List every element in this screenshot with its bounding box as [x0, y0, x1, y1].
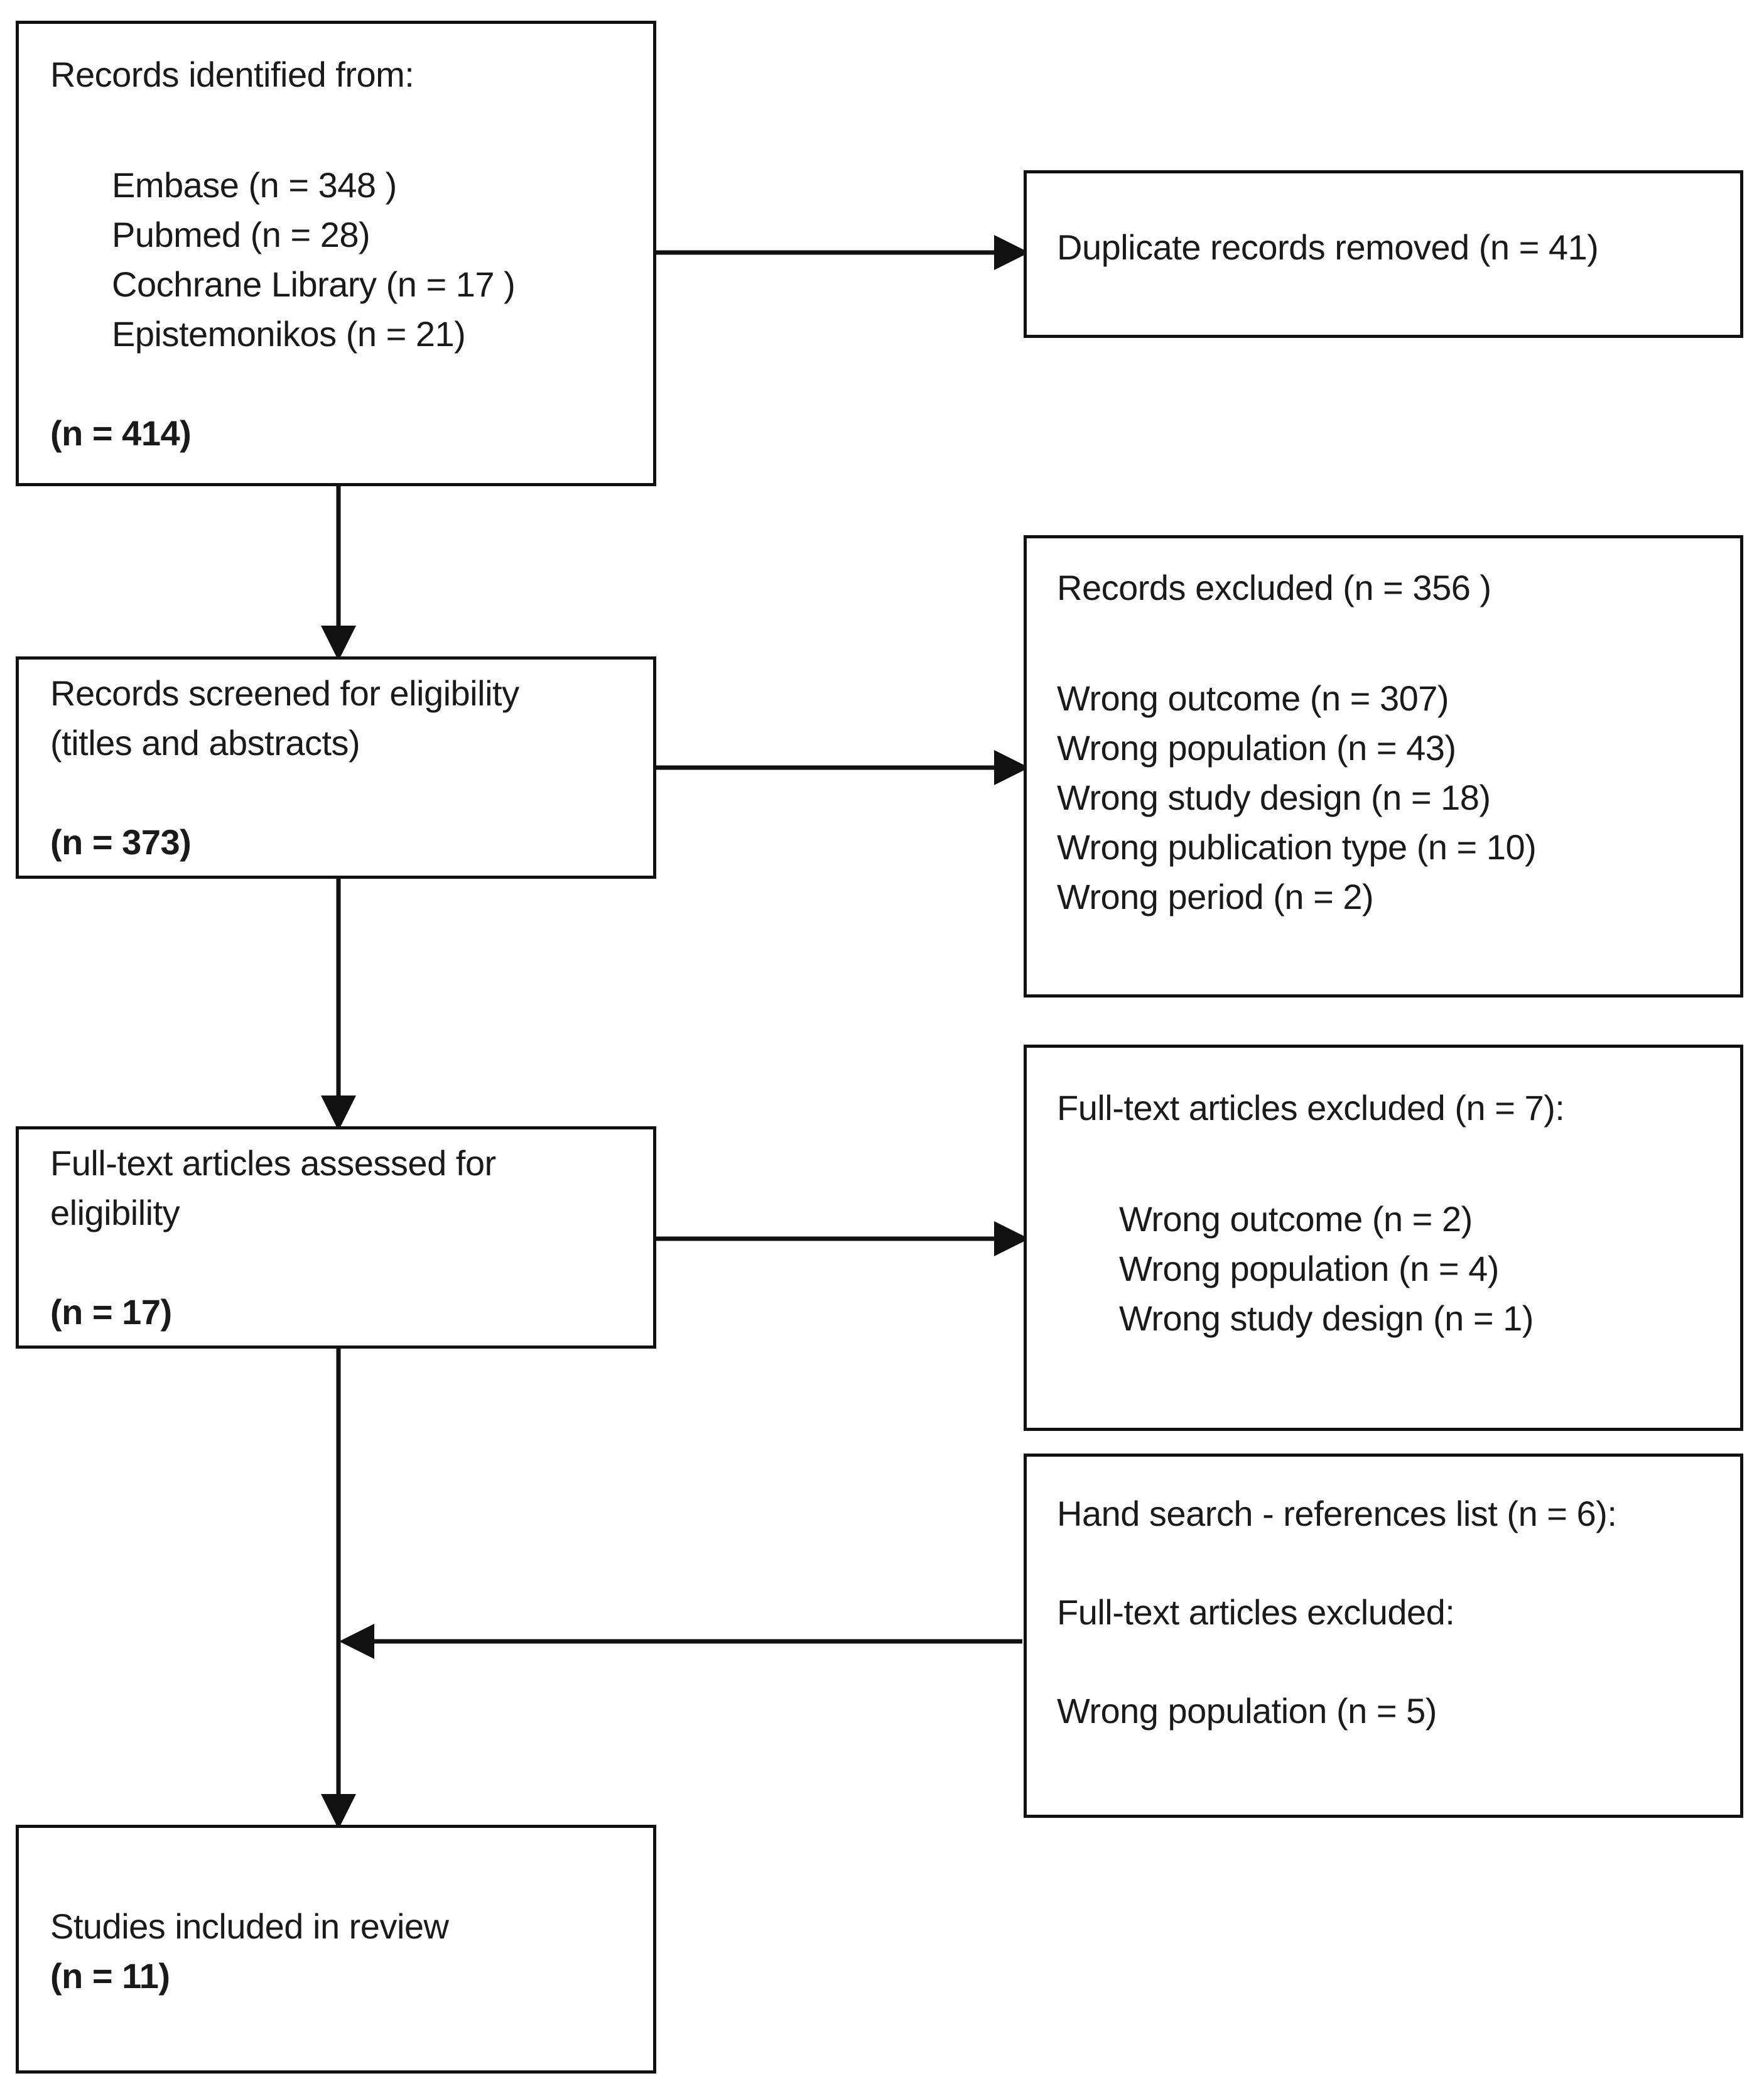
duplicates-box: [1024, 170, 1743, 338]
hand-search-heading: Hand search - references list (n = 6):: [1057, 1494, 1617, 1533]
records-excluded-heading: Records excluded (n = 356 ): [1057, 568, 1491, 607]
source-pubmed: Pubmed (n = 28): [112, 215, 371, 254]
screening-line2: (titles and abstracts): [50, 723, 360, 763]
source-epistemonikos: Epistemonikos (n = 21): [112, 314, 466, 354]
records-excluded-box: [1024, 535, 1743, 998]
reason-wrong-publication-type: Wrong publication type (n = 10): [1057, 827, 1537, 867]
reason-wrong-study-design: Wrong study design (n = 18): [1057, 778, 1491, 817]
source-embase: Embase (n = 348 ): [112, 165, 397, 205]
identification-total: (n = 414): [50, 413, 192, 453]
fulltext-assessed-line1: Full-text articles assessed for: [50, 1143, 496, 1183]
duplicates-text: Duplicate records removed (n = 41): [1057, 227, 1599, 267]
fulltext-assessed-total: (n = 17): [50, 1292, 172, 1332]
screening-line1: Records screened for eligibility: [50, 673, 519, 713]
included-total: (n = 11): [50, 1956, 170, 1996]
fulltext-assessed-line2: eligibility: [50, 1193, 180, 1232]
source-cochrane: Cochrane Library (n = 17 ): [112, 264, 516, 304]
fulltext-reason-study-design: Wrong study design (n = 1): [1119, 1298, 1534, 1338]
identification-box: [16, 21, 656, 486]
fulltext-excluded-heading: Full-text articles excluded (n = 7):: [1057, 1088, 1565, 1128]
hand-search-reason: Wrong population (n = 5): [1057, 1691, 1437, 1731]
hand-search-box: [1024, 1454, 1743, 1818]
included-box: [16, 1825, 656, 2074]
fulltext-excluded-box: [1024, 1045, 1743, 1431]
fulltext-reason-outcome: Wrong outcome (n = 2): [1119, 1199, 1473, 1239]
fulltext-assessed-box: [16, 1126, 656, 1349]
identification-heading: Records identified from:: [50, 55, 414, 94]
fulltext-reason-population: Wrong population (n = 4): [1119, 1249, 1499, 1288]
hand-search-subheading: Full-text articles excluded:: [1057, 1592, 1455, 1632]
reason-wrong-period: Wrong period (n = 2): [1057, 877, 1374, 916]
reason-wrong-population: Wrong population (n = 43): [1057, 728, 1456, 768]
reason-wrong-outcome: Wrong outcome (n = 307): [1057, 678, 1449, 718]
included-text: Studies included in review: [50, 1906, 449, 1946]
screening-total: (n = 373): [50, 822, 192, 862]
screening-box: [16, 656, 656, 879]
